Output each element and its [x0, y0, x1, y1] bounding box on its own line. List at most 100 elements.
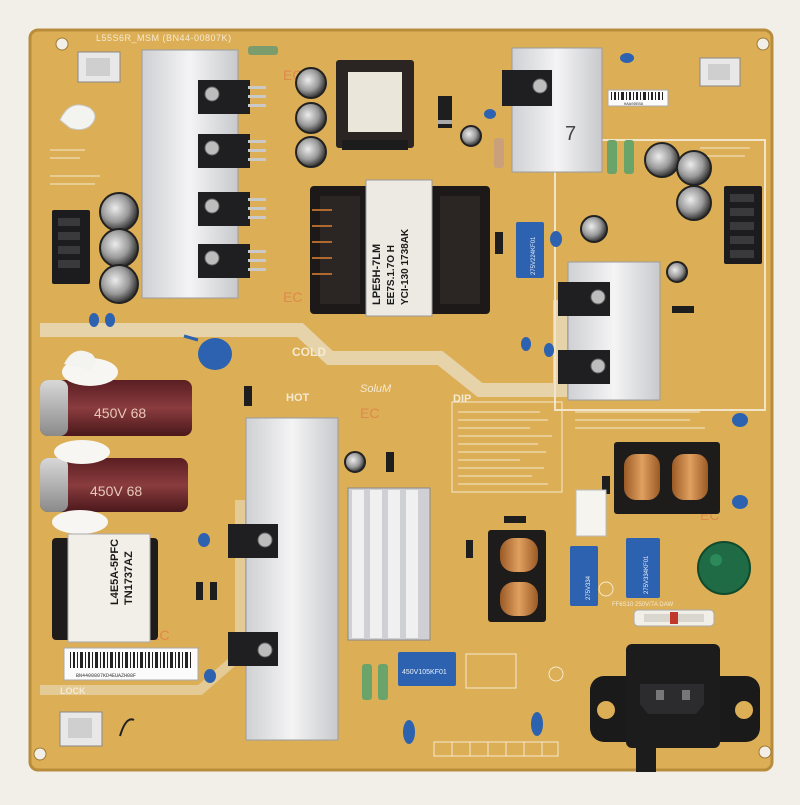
silkscreen-outline — [554, 139, 766, 411]
metal-clip — [699, 57, 741, 87]
resistor — [248, 46, 278, 55]
mounting-hole — [55, 37, 69, 51]
y-capacitor-small — [732, 495, 748, 509]
y-capacitor-box — [516, 222, 544, 278]
samsung-logo-mark — [548, 666, 564, 682]
fuse-label: FF6S10 250V/7A DAW — [612, 602, 673, 608]
resistor — [607, 140, 617, 174]
mosfet — [198, 134, 266, 168]
mosfet — [198, 192, 266, 226]
pfc-inductor-label-2: TN1737AZ — [123, 551, 135, 605]
diode — [672, 306, 694, 313]
transformer-label-line-1: LPE5H-7LM — [371, 244, 383, 305]
y-capacitor-small — [544, 343, 554, 357]
board-model-label: L55S6R_MSM (BN44-00807K) — [96, 33, 232, 43]
ec-mark: EC — [283, 289, 302, 305]
silkscreen-table — [433, 741, 559, 757]
y-capacitor-small — [550, 231, 562, 247]
isolation-band — [40, 300, 567, 397]
mosfet — [228, 632, 278, 666]
transformer-label-line-3: YCI-130 1738AK — [400, 228, 411, 305]
mosfet — [198, 244, 266, 278]
mounting-hole — [758, 745, 772, 759]
isolation-band — [40, 500, 245, 695]
x-cap-label: 275V334KF01 — [644, 555, 650, 594]
zone-lock-label: LOCK — [60, 686, 86, 696]
silkscreen-marking — [451, 401, 563, 493]
zone-dip-label: DIP — [453, 393, 471, 405]
barcode-bars — [611, 92, 663, 100]
electrolytic-capacitor — [460, 125, 482, 147]
electrolytic-capacitor — [99, 264, 139, 304]
electrolytic-capacitor — [644, 142, 680, 178]
x-cap-small-label: 275V334 — [586, 575, 592, 600]
ntc-thermistor — [697, 541, 751, 595]
y-capacitor-small — [521, 337, 531, 351]
film-capacitor — [398, 652, 456, 686]
diode — [495, 232, 503, 254]
ec-mark: EC — [360, 405, 379, 421]
zone-hot-label: HOT — [286, 392, 310, 404]
electrolytic-capacitor — [676, 185, 712, 221]
x-capacitor — [570, 546, 598, 606]
transformer-label-line-2: EE7S.1.7O H — [386, 245, 397, 305]
serial-barcode-bars — [70, 652, 191, 668]
diode — [504, 516, 526, 523]
electrolytic-capacitor — [676, 150, 712, 186]
diode — [244, 386, 252, 406]
relay — [575, 489, 607, 537]
resistor — [624, 140, 634, 174]
serial-label-text: BN4400807KD4EUAZH08F — [76, 673, 136, 679]
resistor — [494, 138, 504, 168]
plastic-clip — [64, 350, 96, 370]
bulk-cap-2-label: 450V 68 — [90, 483, 142, 499]
electrolytic-capacitor — [295, 136, 327, 168]
y-capacitor-small — [484, 109, 496, 119]
handwritten-check — [119, 718, 135, 737]
electrolytic-capacitor — [99, 228, 139, 268]
electrolytic-capacitor — [344, 451, 366, 473]
y-capacitor-small — [732, 413, 748, 427]
blue-cap-label: 275V224KF01 — [531, 236, 537, 275]
diode — [210, 582, 217, 600]
electrolytic-capacitor — [295, 102, 327, 134]
y-capacitor-small — [198, 533, 210, 547]
mosfet — [198, 80, 266, 114]
diode — [602, 476, 610, 494]
y-capacitor-small — [204, 669, 216, 683]
ul-mark — [598, 581, 614, 597]
common-mode-choke — [488, 530, 546, 622]
pfc-inductor-label-1: L4E5A-5PFC — [109, 539, 121, 605]
mosfet — [502, 70, 552, 106]
maker-logo: SoluM — [360, 383, 392, 395]
diode — [466, 540, 473, 558]
mounting-hole — [33, 747, 47, 761]
diode — [196, 582, 203, 600]
y-capacitor-small — [89, 313, 99, 327]
electrolytic-capacitor — [99, 192, 139, 232]
silkscreen-text-block — [50, 147, 750, 485]
mounting-hole — [756, 37, 770, 51]
mosfet — [228, 524, 278, 558]
resistor — [378, 664, 388, 700]
bulk-cap-1-label: 450V 68 — [94, 405, 146, 421]
zone-cold-label: COLD — [292, 345, 326, 359]
diode — [386, 452, 394, 472]
y-capacitor-small — [620, 53, 634, 63]
silkscreen-marking — [465, 653, 517, 689]
mosfet — [558, 282, 610, 316]
electrolytic-capacitor — [666, 261, 688, 283]
heatsink-handwritten-mark: 7 — [565, 123, 576, 145]
ac-power-inlet — [590, 644, 760, 772]
film-cap-label: 450V105KF01 — [402, 669, 447, 676]
mosfet — [558, 350, 610, 384]
y-capacitor-small — [105, 313, 115, 327]
plastic-clip — [59, 104, 96, 131]
bulk-capacitor-1: 450V 68 — [40, 358, 192, 436]
y-capacitor-small — [403, 720, 415, 744]
y-capacitor-small — [531, 712, 543, 736]
electrolytic-capacitor — [295, 67, 327, 99]
y-capacitor-disc — [183, 334, 232, 370]
x-capacitor — [626, 538, 660, 598]
